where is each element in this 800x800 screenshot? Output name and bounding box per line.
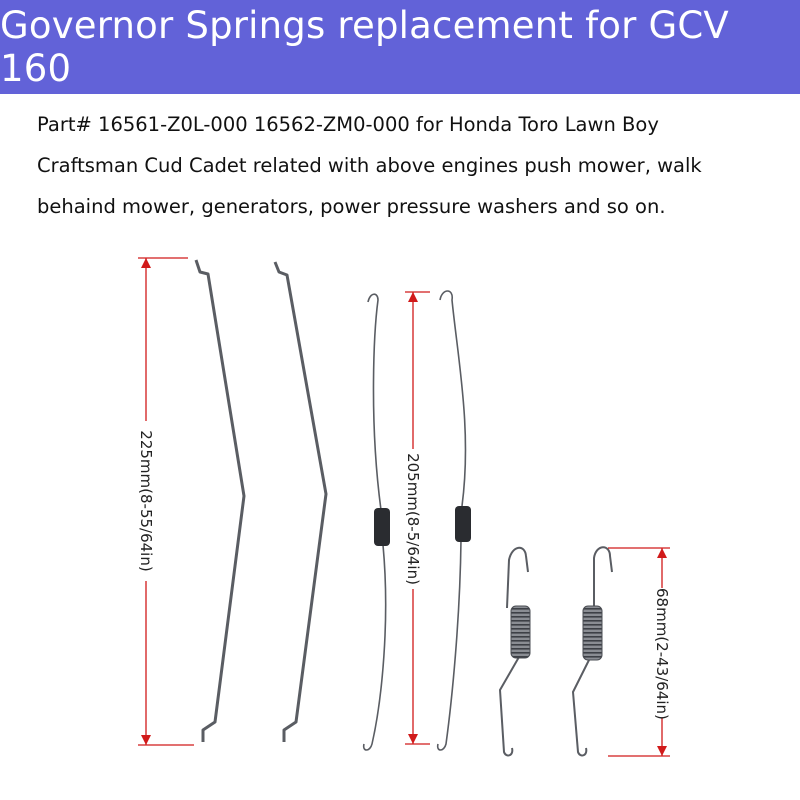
governor-rod-1 — [194, 259, 246, 742]
short-spring-1 — [498, 546, 531, 757]
short-spring-length-label: 68mm(2-43/64in) — [653, 588, 671, 720]
description-line-2: Craftsman Cud Cadet related with above e… — [37, 154, 702, 177]
long-spring-length-label: 205mm(8-5/64in) — [404, 449, 422, 589]
description-line-3: behaind mower, generators, power pressur… — [37, 195, 666, 218]
title-banner: Governor Springs replacement for GCV 160 — [0, 0, 800, 94]
rod-dimension-arrows — [141, 258, 151, 745]
product-description: Part# 16561-Z0L-000 16562-ZM0-000 for Ho… — [37, 104, 797, 227]
long-spring-dimension-arrows — [408, 292, 418, 744]
long-spring-1 — [362, 293, 390, 751]
description-line-1: Part# 16561-Z0L-000 16562-ZM0-000 for Ho… — [37, 113, 659, 136]
short-spring-2 — [571, 546, 613, 757]
governor-rod-2 — [273, 261, 328, 742]
coil-sleeve-2 — [455, 506, 471, 542]
rod-length-label: 225mm(8-55/64in) — [137, 421, 155, 581]
page-title: Governor Springs replacement for GCV 160 — [0, 4, 729, 90]
short-spring-dimension-arrows — [657, 548, 667, 756]
coil-sleeve-1 — [374, 508, 390, 546]
long-spring-2 — [436, 290, 471, 751]
